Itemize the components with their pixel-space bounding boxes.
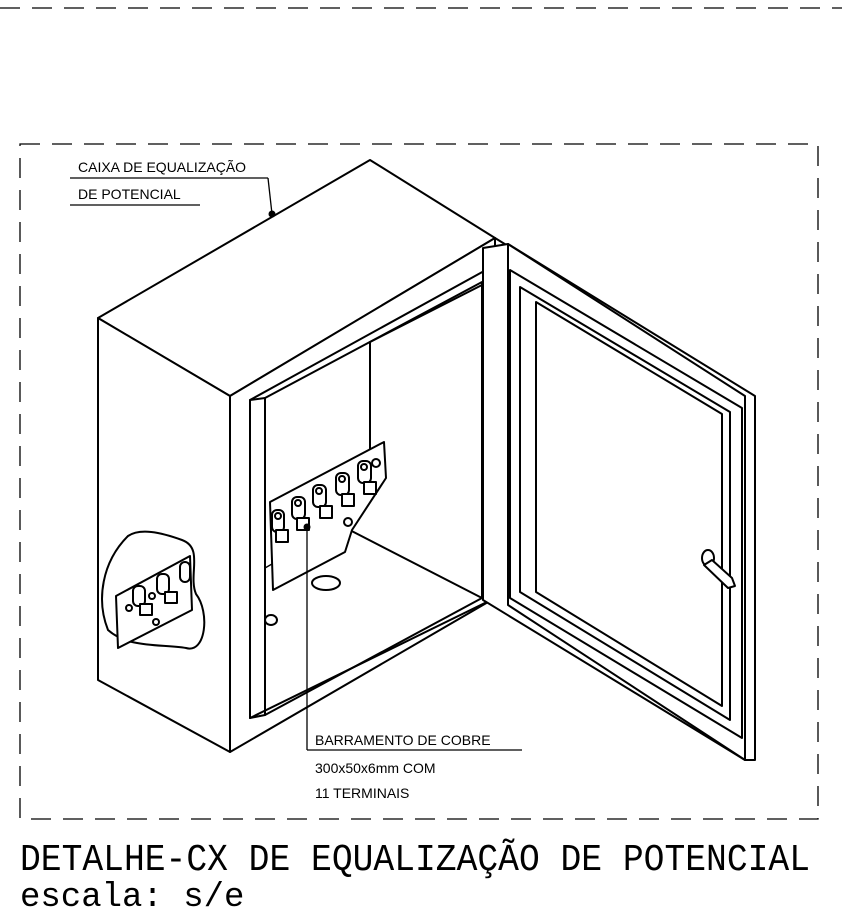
box-leader xyxy=(70,177,276,218)
equalization-box xyxy=(97,159,509,753)
busbar-leader xyxy=(303,523,522,751)
box-label-line2: DE POTENCIAL xyxy=(78,186,181,202)
copper-busbar xyxy=(269,441,387,591)
open-door xyxy=(482,243,756,761)
box-label-line1: CAIXA DE EQUALIZAÇÃO xyxy=(78,159,246,175)
detail-dashed-frame xyxy=(19,143,819,820)
detail-title: DETALHE-CX DE EQUALIZAÇÃO DE POTENCIAL xyxy=(20,837,810,882)
scale-note: escala: s/e xyxy=(20,879,244,917)
terminal-cutaway-detail xyxy=(101,530,206,650)
busbar-label-line1: BARRAMENTO DE COBRE xyxy=(315,732,491,748)
busbar-label-line2: 300x50x6mm COM xyxy=(315,760,436,776)
busbar-label-line3: 11 TERMINAIS xyxy=(315,785,409,801)
